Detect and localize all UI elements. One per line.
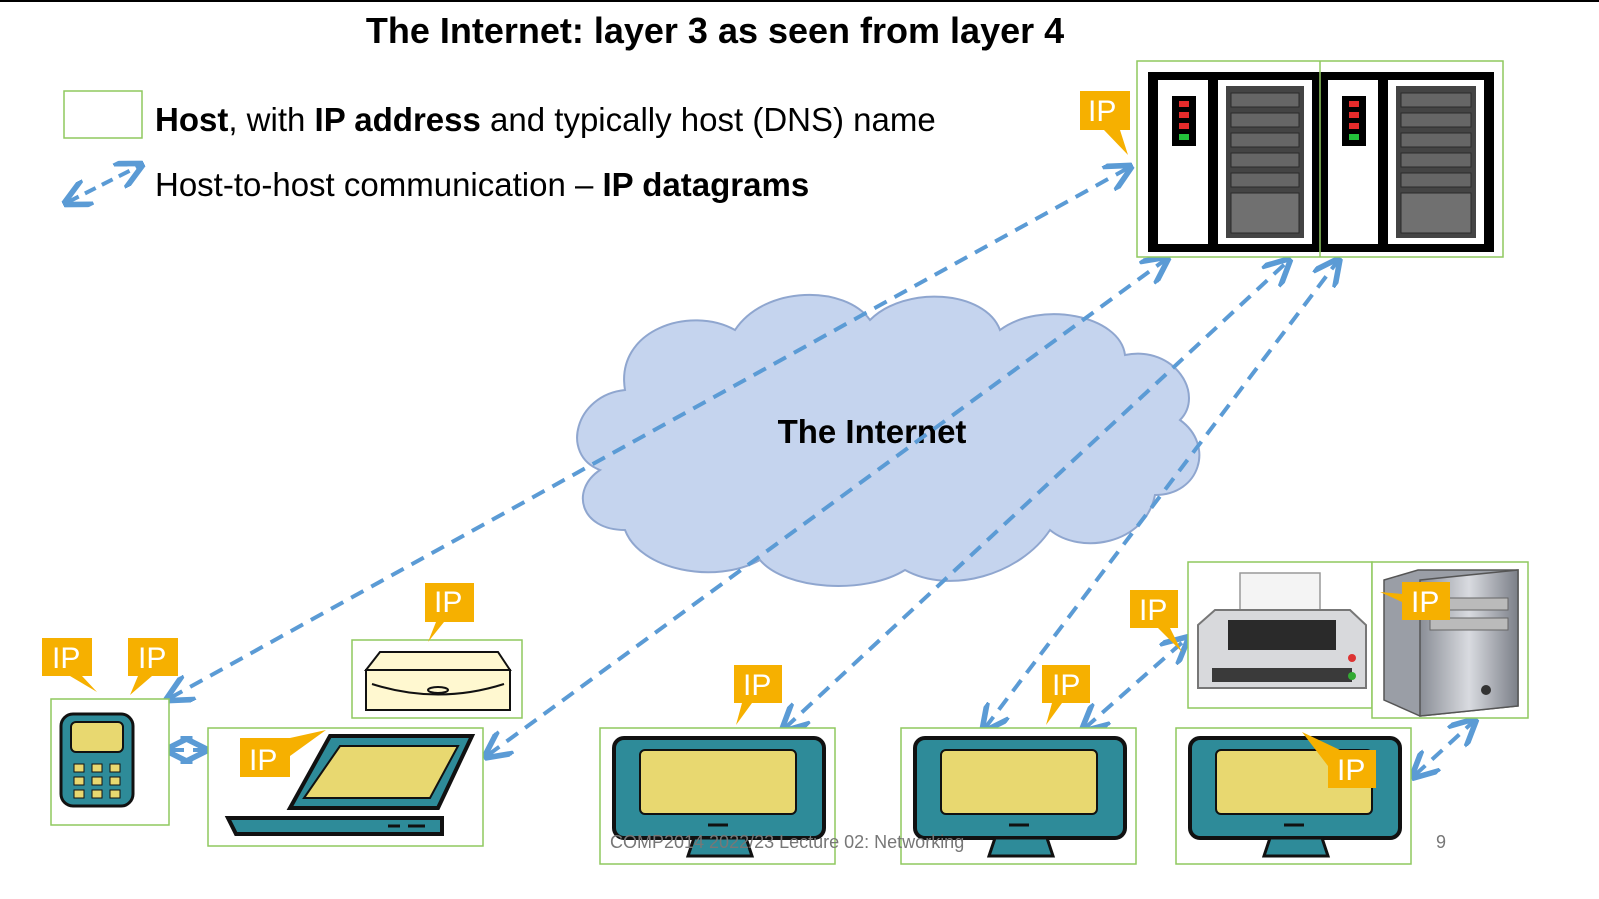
ip-tag-label: IP (1337, 754, 1365, 787)
legend-ip-address-term: IP address (314, 101, 481, 138)
legend-host-text: Host, with IP address and typically host… (155, 101, 936, 139)
server-rack-host (1136, 60, 1504, 258)
mobile-phone-host (50, 698, 170, 826)
legend-arrow (68, 166, 139, 202)
legend-host-part: , with (228, 101, 315, 138)
cloud-label: The Internet (778, 413, 967, 450)
top-rule (0, 0, 1599, 2)
legend-comm-part: Host-to-host communication – (155, 166, 603, 203)
ip-tag-label: IP (434, 586, 462, 619)
legend-host-part: and typically host (DNS) name (480, 101, 936, 138)
monitor-host-1 (599, 727, 836, 865)
page-number: 9 (1436, 832, 1447, 852)
legend-host-box (63, 90, 143, 139)
slide-title: The Internet: layer 3 as seen from layer… (365, 10, 1065, 51)
ip-tag-label: IP (1139, 594, 1167, 627)
monitor-host-2 (900, 727, 1137, 865)
legend-ip-datagrams-term: IP datagrams (602, 166, 810, 203)
cd-drive-host (351, 639, 523, 719)
ip-tag-cd-drive: IP (425, 583, 474, 642)
server-unit (1148, 72, 1320, 252)
monitor-host-3 (1175, 727, 1412, 865)
ip-tag-monitor-3: IP (1302, 732, 1376, 788)
server-unit (1318, 72, 1494, 252)
ip-tag-label: IP (249, 744, 277, 777)
ip-tag-label: IP (52, 642, 80, 675)
arrow-monitor2-printer (1085, 640, 1185, 728)
ip-tag-label: IP (138, 642, 166, 675)
arrow-monitor3-tower (1415, 722, 1473, 775)
datagram-arrows (170, 168, 1473, 775)
ip-tag-label: IP (743, 669, 771, 702)
legend-comm-text: Host-to-host communication – IP datagram… (155, 166, 809, 204)
ip-tag-laptop: IP (240, 730, 326, 777)
ip-tag-label: IP (1088, 95, 1116, 128)
ip-tag-phone-2: IP (128, 638, 178, 695)
ip-tag-monitor-1: IP (734, 665, 782, 725)
ip-tag-monitor-2: IP (1042, 665, 1090, 725)
arrow-monitor2-server (985, 262, 1337, 728)
ip-tag-printer: IP (1130, 590, 1182, 652)
ip-tag-label: IP (1052, 669, 1080, 702)
printer-host (1187, 561, 1373, 709)
ip-tag-phone-1: IP (42, 638, 97, 692)
ip-tag-label: IP (1411, 586, 1439, 619)
ip-tag-server: IP (1080, 91, 1130, 155)
legend-host-term: Host (155, 101, 229, 138)
ip-tag-tower: IP (1380, 582, 1450, 620)
footer-text: COMP2014 2022/23 Lecture 02: Networking (610, 832, 965, 852)
